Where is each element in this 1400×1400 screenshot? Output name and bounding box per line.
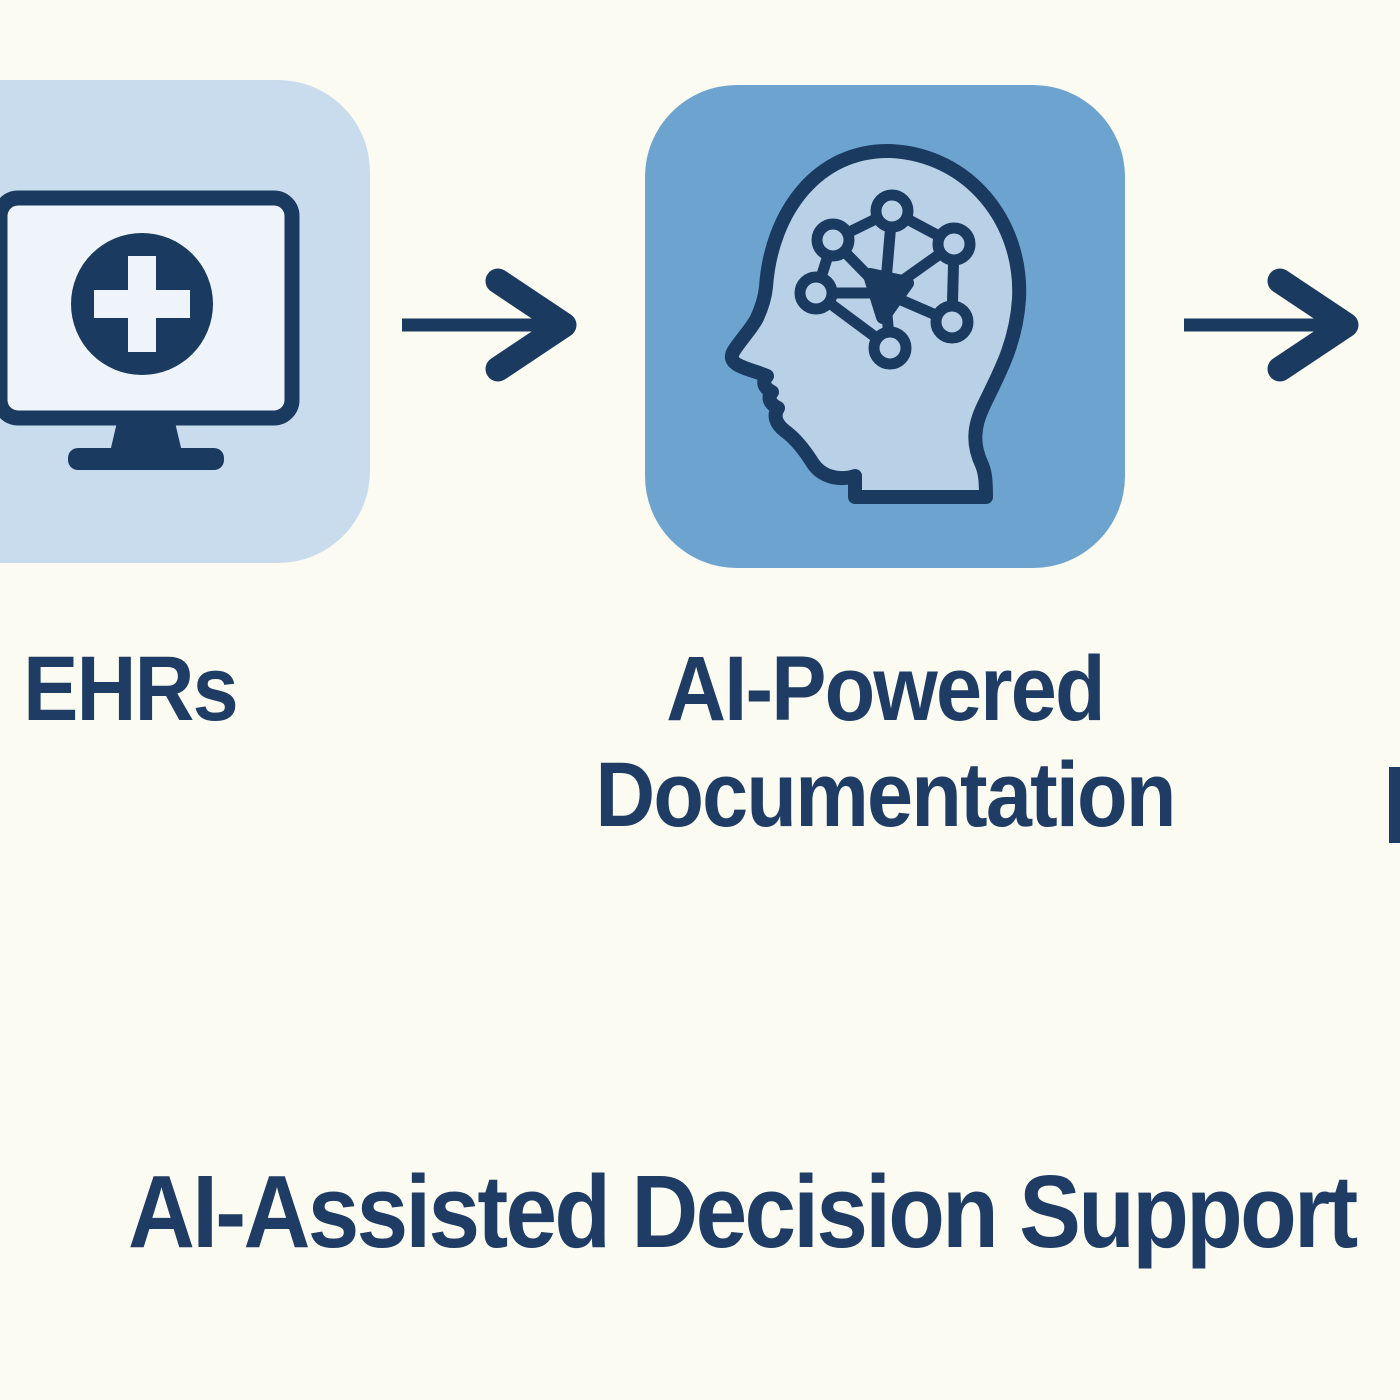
step-label-ehrs: EHRs [23,638,238,740]
diagram-title: AI-Assisted Decision Support [128,1154,1358,1269]
flow-arrow-2 [1184,268,1359,382]
head-neural-network-icon [724,143,1027,504]
medical-monitor-icon [0,190,300,470]
neural-network-nodes [794,189,976,370]
clipped-letter-fragment [1389,767,1400,843]
step-label-ai-documentation: AI-Powered Documentation [595,638,1176,846]
flow-arrow-1 [402,268,577,382]
step-box-ai-documentation [645,85,1125,568]
step-box-ehrs [0,80,370,563]
